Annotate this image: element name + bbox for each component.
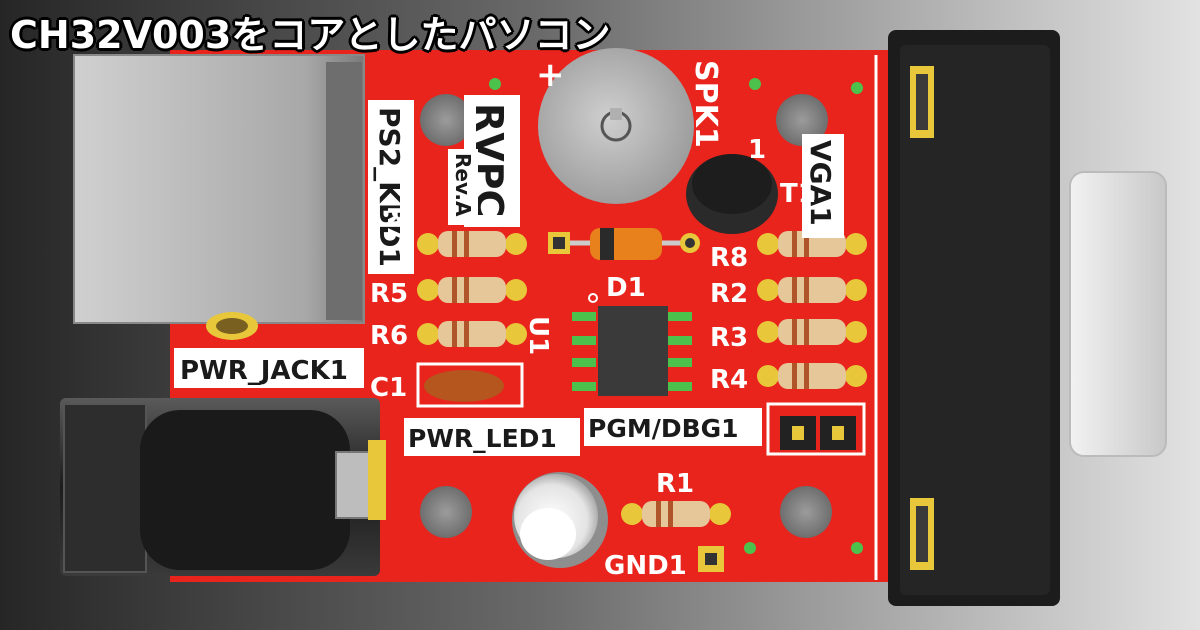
resistor-r2 bbox=[757, 277, 867, 303]
label-pgm: PGM/DBG1 bbox=[588, 414, 739, 443]
label-pin1: 1 bbox=[748, 135, 766, 165]
label-pwr-led-box bbox=[404, 418, 580, 456]
power-led bbox=[512, 472, 608, 568]
label-pwr-jack-box bbox=[174, 348, 364, 388]
label-gnd: GND1 bbox=[604, 551, 687, 581]
page-title: CH32V003をコアとしたパソコン bbox=[10, 13, 611, 57]
pgm-header bbox=[766, 402, 866, 456]
label-vga: VGA1 bbox=[804, 140, 837, 226]
label-pgm-box bbox=[584, 408, 762, 446]
gnd-pad bbox=[698, 546, 724, 572]
label-ps2: PS2_KBD1 bbox=[373, 107, 406, 267]
label-spk-group: SPK1 bbox=[688, 60, 723, 148]
diode-d1 bbox=[548, 228, 700, 260]
label-vga-group: VGA1 bbox=[802, 134, 844, 238]
label-spk: SPK1 bbox=[688, 60, 723, 148]
resistor-r1 bbox=[621, 501, 731, 527]
ic-u1 bbox=[572, 293, 692, 396]
resistor-r5 bbox=[417, 277, 527, 303]
label-c1: C1 bbox=[370, 373, 407, 403]
label-u1-group: U1 bbox=[523, 316, 553, 355]
label-t1: T1 bbox=[780, 179, 816, 209]
resistor-r4 bbox=[757, 363, 867, 389]
label-r2: R2 bbox=[710, 279, 748, 309]
label-plus: + bbox=[536, 55, 565, 95]
label-revision-group: Rev.A bbox=[448, 149, 478, 225]
label-r8: R8 bbox=[710, 243, 748, 273]
label-pwr-led: PWR_LED1 bbox=[408, 424, 557, 453]
resistors bbox=[417, 231, 867, 527]
buzzer bbox=[538, 48, 694, 204]
label-r7: R7 bbox=[382, 206, 410, 241]
label-board-name-group: RVPC bbox=[464, 95, 520, 227]
label-r4: R4 bbox=[710, 365, 748, 395]
vias bbox=[489, 78, 863, 554]
label-r5: R5 bbox=[370, 279, 408, 309]
label-pwr-jack: PWR_JACK1 bbox=[180, 356, 348, 386]
label-ps2-group: PS2_KBD1 bbox=[368, 100, 414, 274]
label-u1: U1 bbox=[523, 316, 553, 355]
transistor-t1 bbox=[686, 154, 778, 234]
label-d1: D1 bbox=[606, 273, 646, 303]
vga-connector bbox=[888, 30, 1167, 606]
label-r1: R1 bbox=[656, 469, 694, 499]
label-revision: Rev.A bbox=[451, 153, 475, 217]
resistor-r7 bbox=[417, 231, 527, 257]
resistor-r6 bbox=[417, 321, 527, 347]
capacitor-c1 bbox=[416, 362, 524, 408]
mounting-holes bbox=[420, 94, 832, 538]
ps2-connector bbox=[73, 54, 365, 340]
label-r3: R3 bbox=[710, 323, 748, 353]
resistor-r3 bbox=[757, 319, 867, 345]
power-jack bbox=[60, 398, 386, 576]
label-r6: R6 bbox=[370, 321, 408, 351]
